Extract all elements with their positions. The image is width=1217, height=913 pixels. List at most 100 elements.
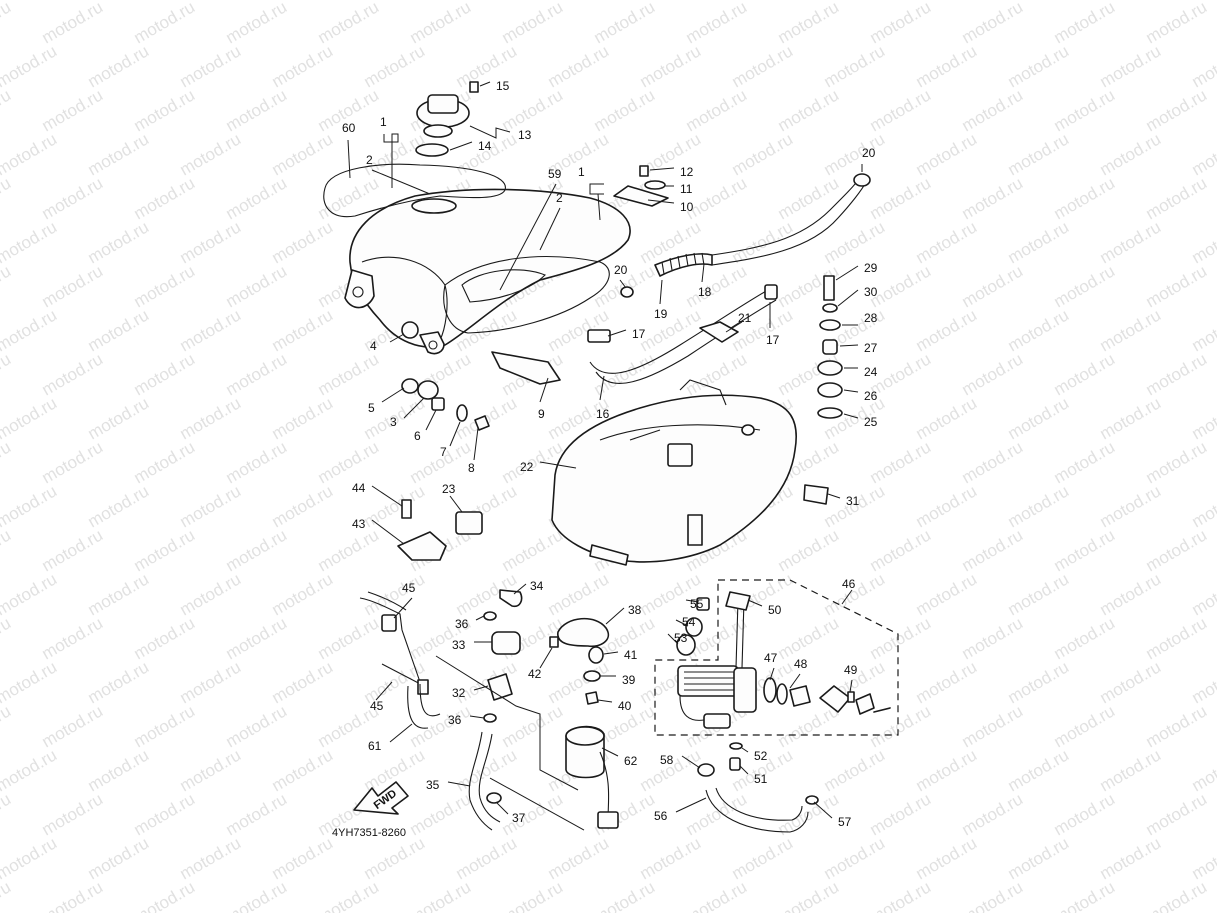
- watermark-text: motod.ru: [683, 0, 751, 47]
- leader-line-18: [701, 263, 705, 283]
- watermark-text: motod.ru: [0, 305, 60, 355]
- watermark-text: motod.ru: [453, 129, 521, 179]
- watermark-text: motod.ru: [867, 173, 935, 223]
- watermark-text: motod.ru: [85, 393, 153, 443]
- pipe-route-b: [489, 777, 585, 831]
- callout-10: 10: [680, 200, 694, 214]
- damper-26: [817, 382, 843, 398]
- washer-39: [583, 670, 601, 682]
- watermark-text: motod.ru: [959, 85, 1027, 135]
- watermark-text: motod.ru: [177, 833, 245, 883]
- watermark-text: motod.ru: [1143, 0, 1211, 47]
- watermark-text: motod.ru: [1051, 173, 1119, 223]
- watermark-text: motod.ru: [85, 745, 153, 795]
- callout-20: 20: [614, 263, 628, 277]
- leader-line-62: [601, 747, 619, 757]
- bolt-40: [585, 691, 599, 705]
- watermark-text: motod.ru: [177, 657, 245, 707]
- watermark-text: motod.ru: [131, 525, 199, 575]
- watermark-text: motod.ru: [269, 129, 337, 179]
- watermark-text: motod.ru: [1143, 877, 1211, 913]
- fuel-cap: [416, 94, 470, 138]
- watermark-text: motod.ru: [683, 85, 751, 135]
- callout-36: 36: [448, 713, 462, 727]
- hose-35: [468, 731, 493, 831]
- callout-25: 25: [864, 415, 878, 429]
- watermark-text: motod.ru: [223, 789, 291, 839]
- watermark-text: motod.ru: [1143, 85, 1211, 135]
- watermark-text: motod.ru: [1097, 481, 1165, 531]
- cap-bolt: [469, 81, 479, 93]
- leader-line-7: [449, 421, 461, 447]
- watermark-text: motod.ru: [0, 701, 14, 751]
- leader-line-60: [347, 139, 351, 179]
- watermark-text: motod.ru: [1189, 393, 1217, 443]
- watermark-text: motod.ru: [1189, 569, 1217, 619]
- watermark-text: motod.ru: [959, 525, 1027, 575]
- callout-16: 16: [596, 407, 610, 421]
- callout-61: 61: [368, 739, 382, 753]
- washer-30: [822, 303, 838, 313]
- watermark-text: motod.ru: [0, 0, 60, 3]
- watermark-text: motod.ru: [729, 217, 797, 267]
- watermark-text: motod.ru: [545, 657, 613, 707]
- leader-line-22: [539, 461, 577, 469]
- watermark-text: motod.ru: [637, 569, 705, 619]
- watermark-text: motod.ru: [0, 833, 60, 883]
- watermark-text: motod.ru: [39, 877, 107, 913]
- leader-line-12: [649, 167, 675, 171]
- clamp-38: [557, 617, 610, 648]
- drain-screw-51: [729, 757, 741, 771]
- watermark-text: motod.ru: [39, 173, 107, 223]
- watermark-text: motod.ru: [0, 261, 14, 311]
- watermark-text: motod.ru: [39, 261, 107, 311]
- callout-18: 18: [698, 285, 712, 299]
- watermark-text: motod.ru: [1051, 525, 1119, 575]
- leader-line-53: [667, 633, 679, 645]
- watermark-text: motod.ru: [499, 0, 567, 47]
- watermark-text: motod.ru: [0, 349, 14, 399]
- leader-line-15: [479, 81, 491, 87]
- watermark-text: motod.ru: [913, 217, 981, 267]
- collar-27: [822, 339, 838, 355]
- watermark-text: motod.ru: [0, 657, 60, 707]
- leader-line-48: [789, 673, 801, 689]
- watermark-text: motod.ru: [959, 877, 1027, 913]
- hose-corrugation: [661, 252, 705, 275]
- watermark-text: motod.ru: [0, 217, 60, 267]
- watermark-text: motod.ru: [867, 789, 935, 839]
- watermark-text: motod.ru: [1143, 701, 1211, 751]
- watermark-text: motod.ru: [269, 481, 337, 531]
- callout-19: 19: [654, 307, 668, 321]
- callout-44: 44: [352, 481, 366, 495]
- watermark-text: motod.ru: [269, 217, 337, 267]
- watermark-text: motod.ru: [1189, 217, 1217, 267]
- callout-2: 2: [366, 153, 373, 167]
- rubber-washer: [644, 180, 666, 190]
- watermark-text: motod.ru: [131, 701, 199, 751]
- watermark-text: motod.ru: [315, 877, 383, 913]
- watermark-text: motod.ru: [177, 41, 245, 91]
- callout-31: 31: [846, 494, 860, 508]
- leader-line-52: [741, 747, 749, 753]
- watermark-text: motod.ru: [177, 393, 245, 443]
- watermark-text: motod.ru: [223, 701, 291, 751]
- leader-line-20: [619, 279, 627, 289]
- watermark-text: motod.ru: [1143, 613, 1211, 663]
- watermark-text: motod.ru: [1143, 789, 1211, 839]
- watermark-text: motod.ru: [959, 613, 1027, 663]
- watermark-text: motod.ru: [775, 877, 843, 913]
- watermark-text: motod.ru: [867, 85, 935, 135]
- watermark-text: motod.ru: [269, 657, 337, 707]
- watermark-text: motod.ru: [407, 789, 475, 839]
- callout-27: 27: [864, 341, 878, 355]
- watermark-text: motod.ru: [683, 349, 751, 399]
- callout-33: 33: [452, 638, 466, 652]
- hose-56: [705, 789, 809, 833]
- watermark-text: motod.ru: [867, 701, 935, 751]
- callout-15: 15: [496, 79, 510, 93]
- watermark-text: motod.ru: [453, 833, 521, 883]
- watermark-text: motod.ru: [959, 701, 1027, 751]
- watermark-text: motod.ru: [959, 789, 1027, 839]
- watermark-text: motod.ru: [223, 525, 291, 575]
